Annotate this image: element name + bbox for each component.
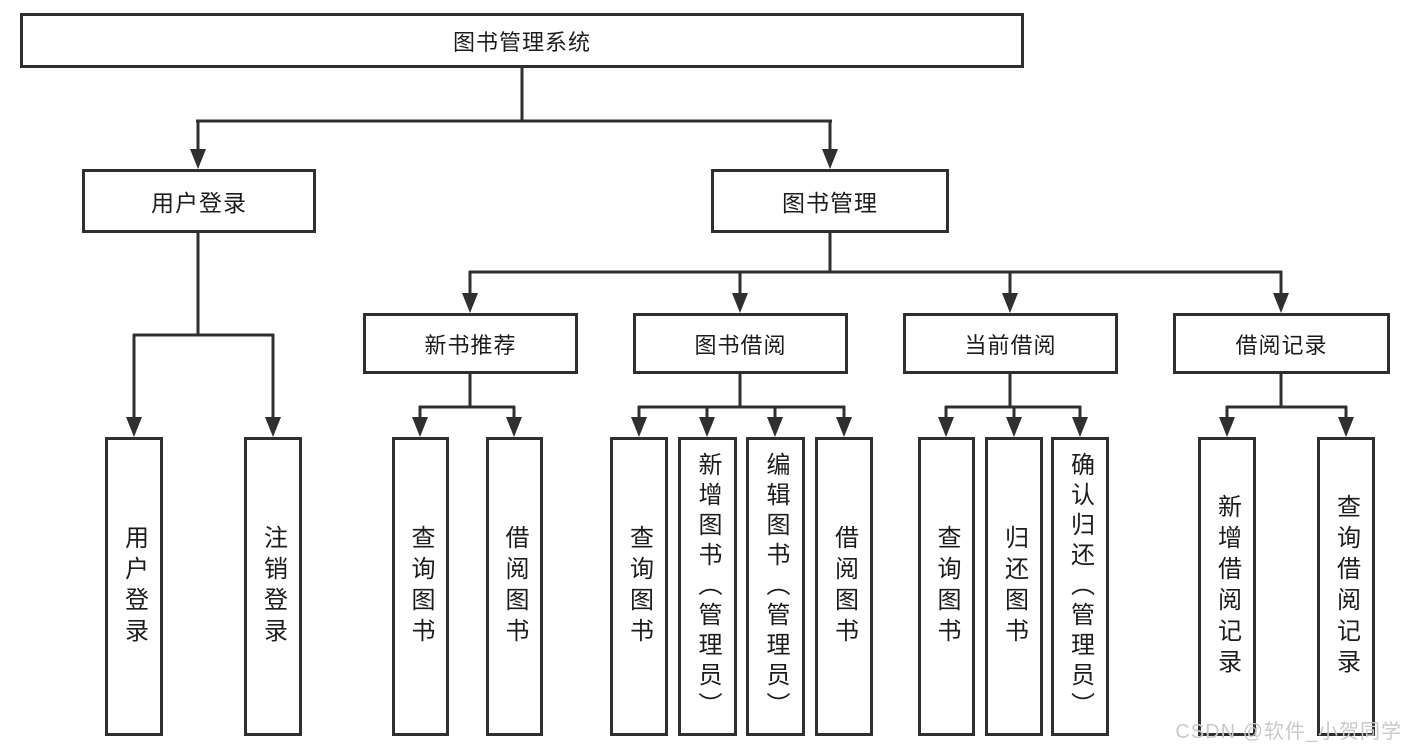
leaf-rec-borrow-book: 借阅图书 [486, 437, 543, 736]
node-root: 图书管理系统 [20, 13, 1024, 68]
node-borrow-records: 借阅记录 [1173, 313, 1390, 374]
connector-current-to-leaves [938, 374, 1088, 437]
connector-borrow-to-leaves [631, 374, 852, 437]
csdn-watermark: CSDN @软件_小贺同学 [1175, 721, 1402, 743]
connector-rec-to-leaves [412, 374, 522, 437]
leaf-user-login: 用户登录 [105, 437, 163, 736]
leaf-borrow-query-book: 查询图书 [610, 437, 668, 736]
node-user-login: 用户登录 [82, 169, 316, 233]
leaf-logout: 注销登录 [244, 437, 302, 736]
connector-records-to-leaves [1219, 374, 1354, 437]
leaf-confirm-return-admin: 确认归还（管理员） [1051, 437, 1109, 736]
node-new-book-recommend: 新书推荐 [363, 313, 578, 374]
node-current-borrow: 当前借阅 [903, 313, 1118, 374]
node-book-borrow: 图书借阅 [633, 313, 848, 374]
leaf-rec-query-book: 查询图书 [392, 437, 449, 736]
connector-root-to-level2 [190, 68, 838, 169]
leaf-current-query-book: 查询图书 [918, 437, 975, 736]
leaf-query-borrow-record: 查询借阅记录 [1317, 437, 1375, 736]
node-book-management: 图书管理 [711, 169, 949, 233]
leaf-borrow-book: 借阅图书 [815, 437, 873, 736]
leaf-return-book: 归还图书 [985, 437, 1043, 736]
leaf-add-borrow-record: 新增借阅记录 [1198, 437, 1256, 736]
leaf-edit-book-admin: 编辑图书（管理员） [746, 437, 805, 736]
leaf-add-book-admin: 新增图书（管理员） [678, 437, 737, 736]
connector-mgmt-to-level3 [462, 233, 1289, 313]
connector-login-to-leaves [126, 233, 281, 437]
